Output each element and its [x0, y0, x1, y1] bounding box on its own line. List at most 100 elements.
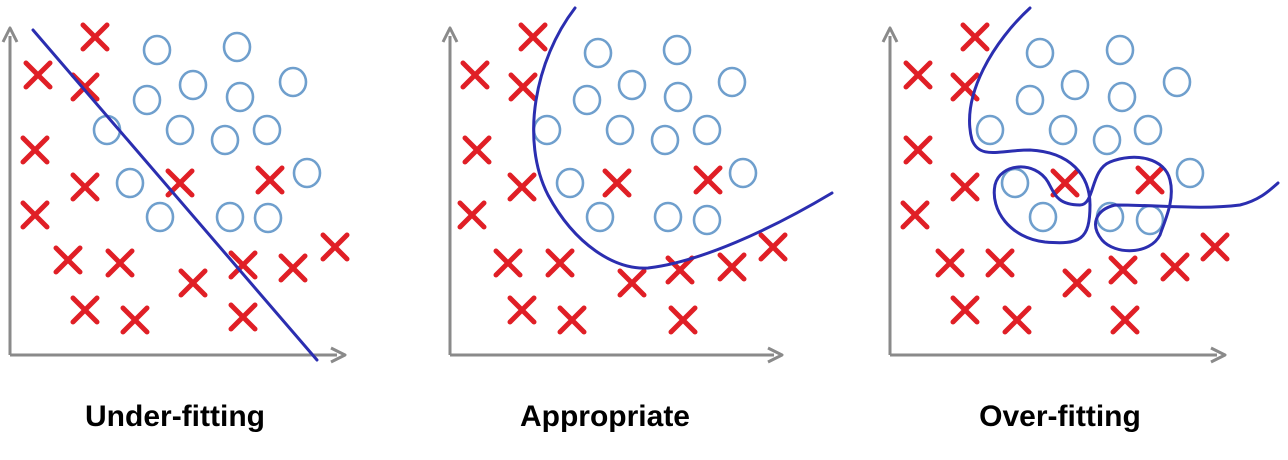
circle-marker — [1175, 157, 1205, 189]
cross-marker — [717, 252, 747, 282]
y-axis-arrow-icon — [881, 26, 899, 43]
circle-marker — [692, 204, 722, 236]
decision-boundary — [532, 6, 834, 270]
cross-marker — [53, 245, 83, 275]
cross-marker — [23, 60, 53, 90]
caption-overfit: Over-fitting — [979, 400, 1141, 433]
cross-marker — [1108, 255, 1138, 285]
cross-marker — [665, 255, 695, 285]
circle-marker — [583, 37, 613, 69]
cross-marker — [20, 200, 50, 230]
circle-marker — [165, 114, 195, 146]
cross-marker — [1002, 305, 1032, 335]
circle-marker — [692, 114, 722, 146]
circle-marker — [728, 157, 758, 189]
cross-marker — [120, 305, 150, 335]
cross-marker — [228, 250, 258, 280]
circle-marker — [92, 114, 122, 146]
cross-marker — [903, 135, 933, 165]
circle-marker — [650, 124, 680, 156]
circle-marker — [252, 114, 282, 146]
cross-marker — [1062, 268, 1092, 298]
circle-marker — [145, 201, 175, 233]
circle-marker — [572, 84, 602, 116]
x-axis-arrow-icon — [330, 346, 347, 364]
cross-marker — [1050, 168, 1080, 198]
cross-marker — [935, 248, 965, 278]
cross-marker — [602, 168, 632, 198]
cross-marker — [1160, 252, 1190, 282]
cross-marker — [70, 295, 100, 325]
panel-appropriate — [441, 6, 834, 364]
cross-marker — [545, 248, 575, 278]
circle-marker — [617, 69, 647, 101]
circle-marker — [1105, 34, 1135, 66]
cross-marker — [960, 22, 990, 52]
cross-marker — [1135, 165, 1165, 195]
cross-marker — [518, 22, 548, 52]
circle-marker — [585, 201, 615, 233]
circle-marker — [1162, 66, 1192, 98]
circle-marker — [1135, 204, 1165, 236]
circle-marker — [215, 201, 245, 233]
circle-marker — [178, 69, 208, 101]
cross-marker — [228, 302, 258, 332]
circle-marker — [1092, 124, 1122, 156]
y-axis-arrow-icon — [1, 26, 19, 43]
circle-marker — [653, 201, 683, 233]
cross-marker — [278, 253, 308, 283]
cross-marker — [105, 248, 135, 278]
panel-underfit — [1, 22, 350, 364]
cross-marker — [758, 232, 788, 262]
circle-marker — [717, 66, 747, 98]
circle-marker — [278, 66, 308, 98]
circle-marker — [1028, 201, 1058, 233]
cross-marker — [507, 172, 537, 202]
x-axis-arrow-icon — [767, 346, 784, 364]
cross-marker — [508, 72, 538, 102]
cross-marker — [460, 60, 490, 90]
cross-marker — [507, 295, 537, 325]
cross-marker — [950, 172, 980, 202]
circle-marker — [1015, 84, 1045, 116]
cross-marker — [950, 295, 980, 325]
cross-marker — [80, 22, 110, 52]
circle-marker — [225, 81, 255, 113]
circle-marker — [210, 124, 240, 156]
caption-appropriate: Appropriate — [519, 400, 690, 433]
panel-overfit — [881, 6, 1280, 364]
circle-marker — [1060, 69, 1090, 101]
cross-marker — [493, 248, 523, 278]
decision-boundary — [31, 28, 319, 362]
cross-marker — [557, 305, 587, 335]
cross-marker — [178, 268, 208, 298]
circle-marker — [532, 114, 562, 146]
circle-marker — [253, 202, 283, 234]
cross-marker — [693, 165, 723, 195]
circle-marker — [662, 34, 692, 66]
circle-marker — [1107, 81, 1137, 113]
cross-marker — [668, 305, 698, 335]
cross-marker — [985, 248, 1015, 278]
cross-marker — [617, 268, 647, 298]
cross-marker — [903, 60, 933, 90]
caption-underfit: Under-fitting — [85, 400, 265, 433]
circle-marker — [1000, 167, 1030, 199]
circle-marker — [605, 114, 635, 146]
cross-marker — [320, 232, 350, 262]
circle-marker — [555, 167, 585, 199]
circle-marker — [975, 114, 1005, 146]
cross-marker — [1110, 305, 1140, 335]
circle-marker — [1025, 37, 1055, 69]
circle-marker — [115, 167, 145, 199]
circle-marker — [292, 157, 322, 189]
circle-marker — [1133, 114, 1163, 146]
circle-marker — [132, 84, 162, 116]
y-axis-arrow-icon — [441, 26, 459, 43]
cross-marker — [1200, 232, 1230, 262]
cross-marker — [70, 172, 100, 202]
circle-marker — [222, 31, 252, 63]
cross-marker — [20, 135, 50, 165]
circle-marker — [663, 81, 693, 113]
